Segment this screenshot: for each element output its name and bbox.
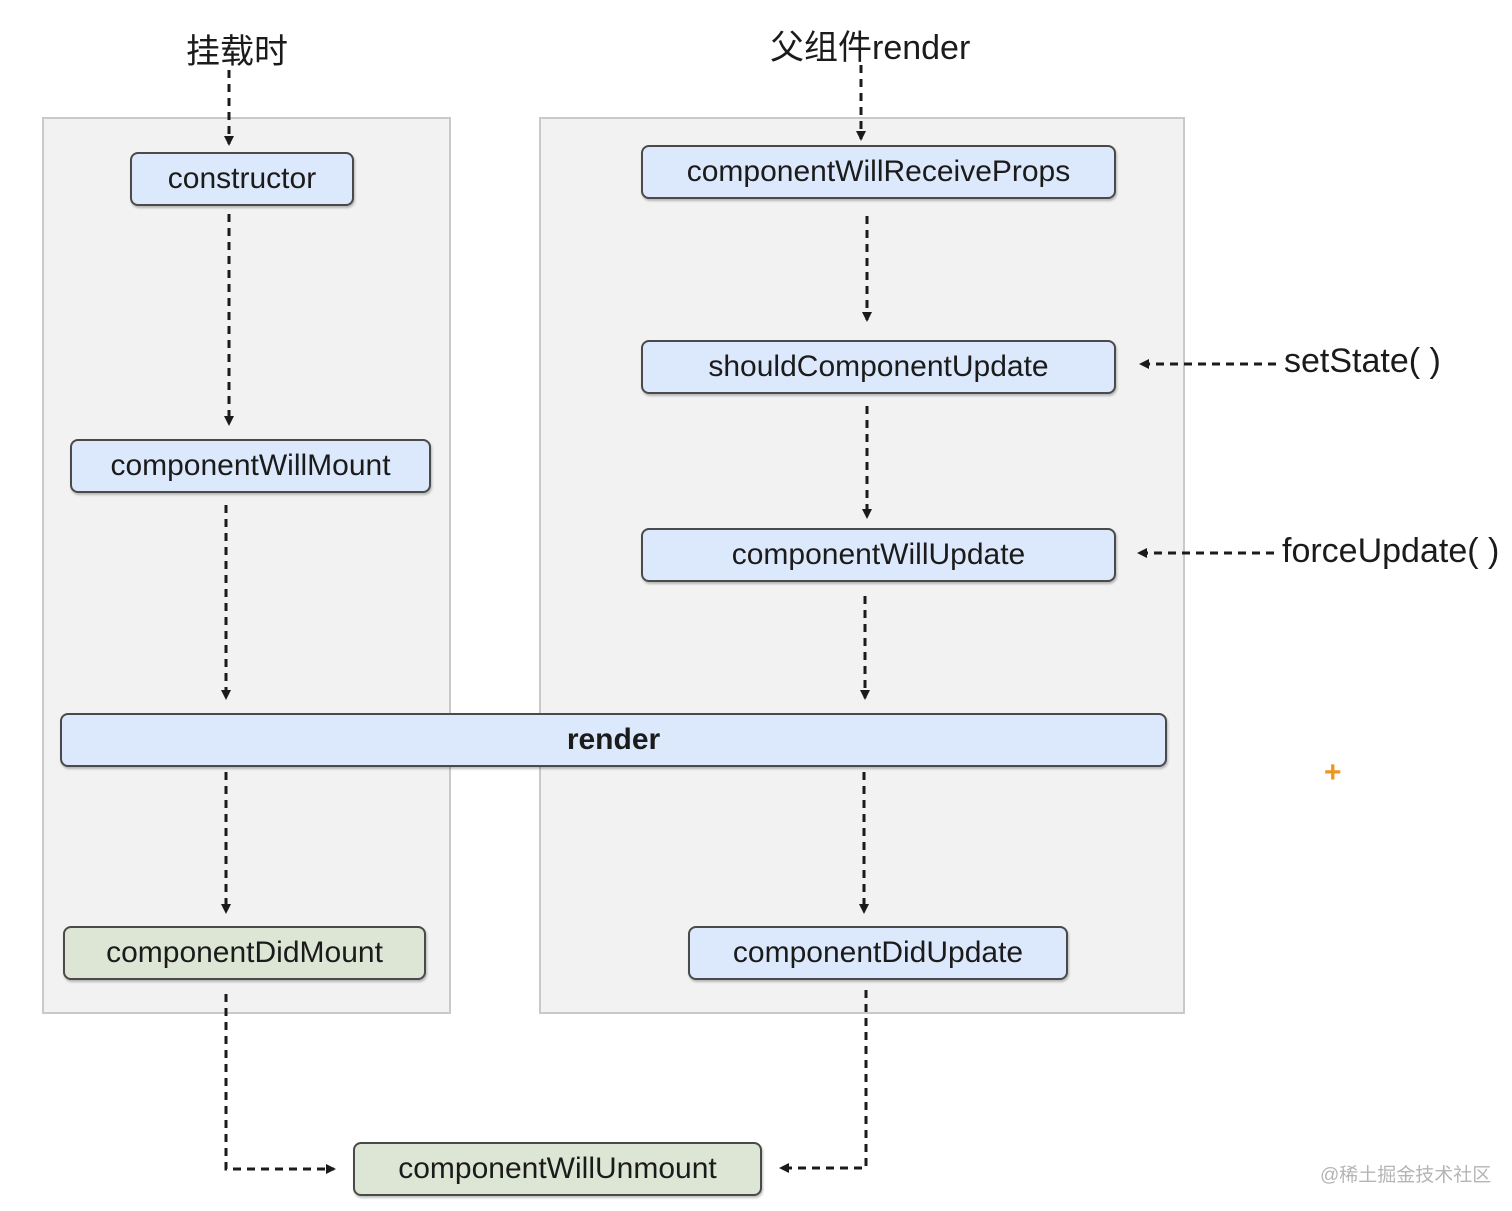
render-node: render [60,713,1167,767]
plus-mark-icon: + [1324,756,1342,789]
setstate-label: setState( ) [1284,342,1441,380]
arrow-didupdate-to-unmount [779,990,868,1173]
arrow-didmount-to-unmount [224,994,336,1174]
watermark: @稀土掘金技术社区 [1320,1165,1492,1186]
component-will-receive-props-node: componentWillReceiveProps [641,145,1116,199]
forceupdate-label: forceUpdate( ) [1282,532,1500,570]
mount-trigger-label: 挂载时 [186,33,288,71]
component-will-mount-node: componentWillMount [70,439,431,493]
should-component-update-node: shouldComponentUpdate [641,340,1116,394]
constructor-node: constructor [130,152,354,206]
mount-phase-panel [42,117,451,1014]
parent-render-trigger-label: 父组件render [770,29,971,67]
component-will-unmount-node: componentWillUnmount [353,1142,762,1196]
component-will-update-node: componentWillUpdate [641,528,1116,582]
component-did-mount-node: componentDidMount [63,926,426,980]
component-did-update-node: componentDidUpdate [688,926,1068,980]
